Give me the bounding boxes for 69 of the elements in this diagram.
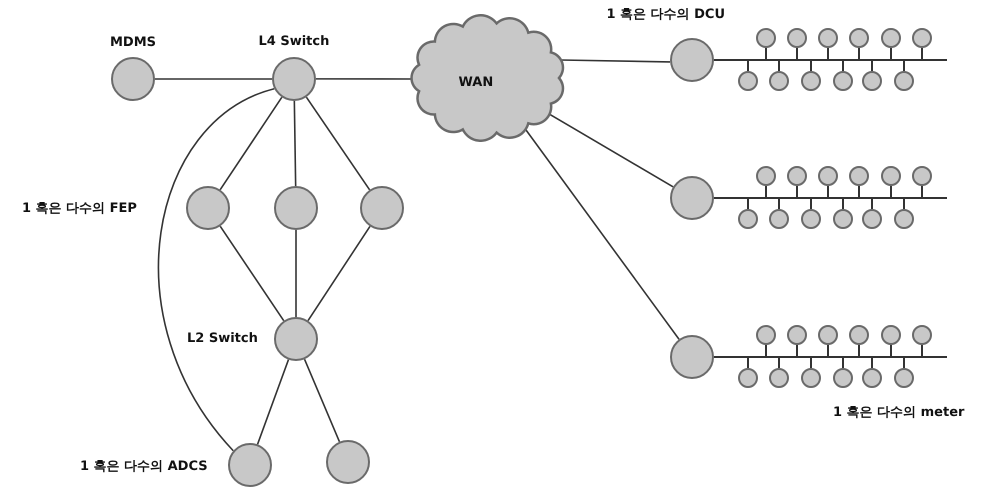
node-label: WAN <box>458 74 494 90</box>
connector-line <box>155 78 272 80</box>
node-caption: L2 Switch <box>187 331 258 347</box>
meter-circle <box>912 166 932 186</box>
node-caption: L4 Switch <box>258 34 330 50</box>
connector-line <box>560 59 670 63</box>
connector-line <box>220 226 284 322</box>
connector-line <box>316 78 412 80</box>
node-caption: 1 혹은 다수의 DCU <box>606 7 726 23</box>
meter-circle <box>818 166 838 186</box>
meter-circle <box>787 325 807 345</box>
connector-line <box>295 230 297 317</box>
circle-node <box>228 443 272 487</box>
circle-node <box>326 440 370 484</box>
meter-circle <box>862 71 882 91</box>
circle-node <box>272 57 316 101</box>
meter-circle <box>862 368 882 388</box>
meter-circle <box>756 166 776 186</box>
meter-circle <box>912 28 932 48</box>
connector-line <box>306 96 370 190</box>
meter-circle <box>818 28 838 48</box>
meter-circle <box>756 28 776 48</box>
connector-line <box>294 100 296 186</box>
meter-circle <box>769 209 789 229</box>
meter-circle <box>894 368 914 388</box>
meter-circle <box>769 71 789 91</box>
meter-circle <box>738 71 758 91</box>
circle-node <box>274 186 318 230</box>
circle-node <box>186 186 230 230</box>
circle-node <box>670 176 714 220</box>
meter-circle <box>849 325 869 345</box>
connector-line <box>256 359 290 445</box>
circle-node <box>670 335 714 379</box>
meter-circle <box>862 209 882 229</box>
circle-node <box>360 186 404 230</box>
node-caption: MDMS <box>110 35 156 51</box>
meter-circle <box>787 28 807 48</box>
meter-circle <box>833 368 853 388</box>
meter-circle <box>894 71 914 91</box>
meter-circle <box>801 71 821 91</box>
connector-line <box>158 88 275 452</box>
meter-circle <box>738 368 758 388</box>
meter-circle <box>833 71 853 91</box>
meter-circle <box>787 166 807 186</box>
circle-node <box>111 57 155 101</box>
meter-circle <box>801 209 821 229</box>
meter-circle <box>833 209 853 229</box>
connector-line <box>220 96 282 190</box>
meter-circle <box>881 325 901 345</box>
connector-line <box>304 358 340 442</box>
connector-line <box>525 130 680 340</box>
connector-line <box>548 113 674 188</box>
meter-circle <box>849 28 869 48</box>
meter-circle <box>801 368 821 388</box>
meter-circle <box>849 166 869 186</box>
meter-circle <box>769 368 789 388</box>
meter-circle <box>881 28 901 48</box>
group-caption: 1 혹은 다수의 meter <box>833 405 964 421</box>
circle-node <box>274 317 318 361</box>
connector-line <box>307 226 371 322</box>
circle-node <box>670 38 714 82</box>
meter-circle <box>912 325 932 345</box>
node-caption: 1 혹은 다수의 ADCS <box>80 459 208 475</box>
node-caption: 1 혹은 다수의 FEP <box>22 201 137 217</box>
meter-circle <box>738 209 758 229</box>
meter-circle <box>756 325 776 345</box>
meter-circle <box>894 209 914 229</box>
meter-circle <box>818 325 838 345</box>
meter-circle <box>881 166 901 186</box>
